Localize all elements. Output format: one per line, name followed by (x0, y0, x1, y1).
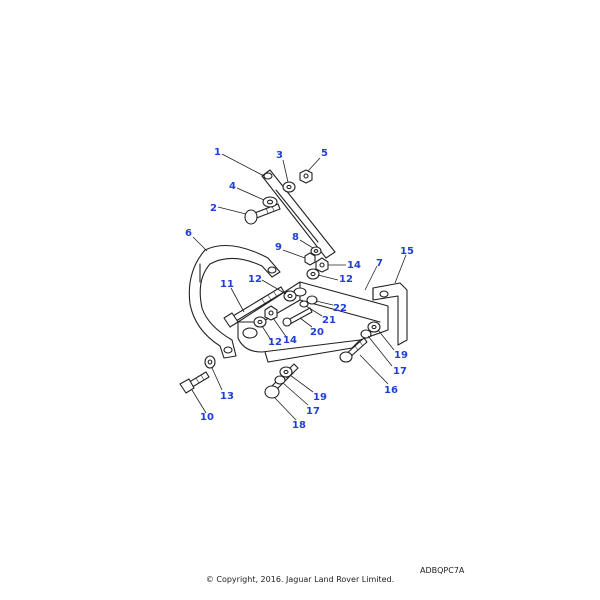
main-bracket (237, 281, 389, 363)
bolt-11 (223, 286, 285, 328)
callout-1: 1 (214, 147, 221, 158)
callout-12c: 12 (268, 337, 282, 348)
callout-17b: 17 (306, 406, 320, 417)
bolt-2 (244, 203, 281, 225)
callout-14b: 14 (283, 335, 297, 346)
callout-3: 3 (276, 150, 283, 161)
callout-6: 6 (185, 228, 192, 239)
curved-bracket (188, 245, 281, 359)
callout-17: 17 (393, 366, 407, 377)
callout-11: 11 (220, 279, 234, 290)
callout-5: 5 (321, 148, 328, 159)
side-bracket (372, 282, 408, 346)
callout-10: 10 (200, 412, 214, 423)
copyright-notice: © Copyright, 2016. Jaguar Land Rover Lim… (205, 575, 395, 584)
bolt-16 (339, 337, 368, 363)
callout-21: 21 (322, 315, 336, 326)
hardware (204, 169, 381, 385)
callout-9: 9 (275, 242, 282, 253)
callout-19: 19 (394, 350, 408, 361)
callout-2: 2 (210, 203, 217, 214)
callout-15: 15 (400, 246, 414, 257)
callout-7: 7 (376, 258, 383, 269)
callout-20: 20 (310, 327, 324, 338)
adjuster-strap (261, 169, 336, 259)
reference-code: ADBQPC7A (420, 566, 465, 575)
callout-12: 12 (248, 274, 262, 285)
callout-18: 18 (292, 420, 306, 431)
callout-12b: 12 (339, 274, 353, 285)
callout-14: 14 (347, 260, 361, 271)
bolt-10 (179, 371, 210, 394)
callout-8: 8 (292, 232, 299, 243)
callouts: 1 2 3 4 5 6 7 8 9 10 11 12 12 12 13 14 1… (185, 147, 414, 431)
callout-22: 22 (333, 303, 347, 314)
bolt-20 (282, 307, 313, 327)
callout-16: 16 (384, 385, 398, 396)
leader-lines (191, 153, 407, 421)
callout-13: 13 (220, 391, 234, 402)
callout-4: 4 (229, 181, 236, 192)
callout-19b: 19 (313, 392, 327, 403)
